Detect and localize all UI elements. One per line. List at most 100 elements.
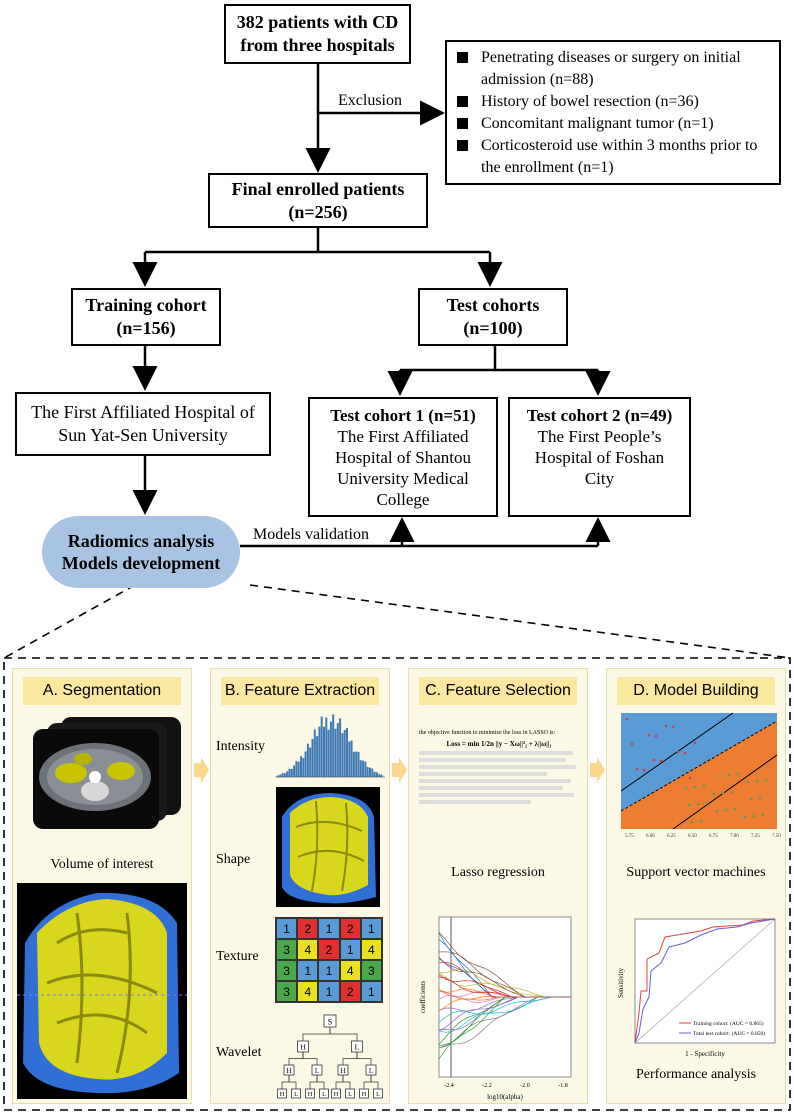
histogram-bar	[378, 774, 381, 777]
svm-xtick: 7.25	[751, 834, 760, 839]
test1-line4: College	[376, 489, 430, 509]
histogram-bar	[352, 751, 355, 777]
wavelet-link	[302, 1027, 331, 1041]
test1-line3: University Medical	[337, 468, 469, 488]
svm-point-class-b	[681, 769, 685, 773]
texture-cell: 1	[276, 918, 298, 939]
exclusion-item: Penetrating diseases or surgery on initi…	[453, 47, 773, 91]
training-hospital-box: The First Affiliated Hospital of Sun Yat…	[15, 392, 271, 456]
panel-segmentation: A. Segmentation Volume of interest	[12, 668, 192, 1104]
wavelet-node-label: S	[328, 1017, 333, 1026]
texture-cell: 2	[318, 939, 340, 960]
texture-cell: 1	[360, 981, 382, 1002]
histogram-bar	[281, 773, 284, 777]
lasso-xlabel: log10(alpha)	[487, 1093, 523, 1101]
wavelet-link	[281, 1075, 290, 1089]
test1-line1: The First Affiliated	[337, 426, 469, 446]
texture-cell: 4	[297, 939, 319, 960]
histogram-bar	[320, 716, 323, 777]
analysis-line2: Models development	[61, 553, 221, 573]
svm-point-class-a	[625, 717, 629, 721]
svm-point-class-a	[676, 750, 680, 754]
roc-xlabel: 1 - Specificity	[685, 1050, 725, 1058]
panel-a-title: A. Segmentation	[23, 677, 181, 705]
svm-point-class-a	[664, 724, 668, 728]
svm-point-class-b	[749, 797, 753, 801]
panel-arrow	[392, 757, 407, 783]
panel-feature-selection: C. Feature Selection the objective funct…	[408, 668, 588, 1104]
texture-cell: 1	[297, 960, 319, 981]
exclusion-box: Penetrating diseases or surgery on initi…	[445, 40, 781, 185]
wavelet-node-label: H	[280, 1091, 285, 1098]
shape-render-image	[276, 787, 380, 907]
svm-point-class-a	[635, 767, 639, 771]
lasso-path-plot: log10(alpha) coefficients -2.4 -2.2 -2.0…	[419, 916, 572, 1101]
wavelet-link	[329, 1027, 358, 1041]
texture-cell: 1	[318, 981, 340, 1002]
test2-line1: The First People’s	[537, 427, 662, 446]
histogram-bar	[290, 768, 293, 777]
svm-point-class-b	[746, 780, 750, 784]
exclusion-item: History of bowel resection (n=36)	[453, 91, 773, 113]
histogram-bar	[341, 733, 344, 777]
enrolled-line2: (n=256)	[288, 201, 348, 222]
histogram-bar	[325, 717, 328, 777]
lasso-xtick: -1.8	[558, 1083, 568, 1089]
test-box: Test cohorts (n=100)	[418, 288, 568, 346]
wavelet-node-label: H	[334, 1091, 339, 1098]
label-shape: Shape	[216, 852, 251, 867]
analysis-ellipse: Radiomics analysis Models development	[42, 516, 240, 588]
svm-xtick: 6.75	[709, 834, 718, 839]
svm-point-class-b	[702, 784, 706, 788]
wavelet-node	[373, 1088, 383, 1099]
svm-point-class-a	[642, 768, 646, 772]
texture-cell: 2	[339, 918, 361, 939]
wavelet-link	[288, 1075, 297, 1089]
texture-cell: 4	[297, 981, 319, 1002]
panel-arrow	[590, 757, 605, 783]
histogram-bar	[350, 740, 353, 777]
histogram-bar	[334, 728, 337, 777]
histogram-bar	[357, 751, 360, 777]
start-line1: 382 patients with CD	[236, 12, 399, 32]
roc-plot: Training cohort: (AUC = 0.865) Total tes…	[617, 918, 776, 1058]
histogram-bar	[300, 756, 302, 777]
wavelet-node	[345, 1088, 355, 1099]
wavelet-link	[363, 1075, 372, 1089]
histogram-bar	[373, 771, 376, 777]
histogram-bar	[295, 761, 298, 777]
svm-point-class-b	[696, 802, 700, 806]
test1-line2: Hospital of Shantou	[335, 447, 471, 467]
start-line2: from three hospitals	[240, 35, 395, 55]
panel-a-caption: Volume of interest	[50, 857, 154, 872]
histogram-bar	[286, 771, 289, 777]
svm-point-class-b	[727, 773, 731, 777]
volume-render-image	[17, 883, 187, 1099]
wavelet-node-label: L	[355, 1043, 360, 1052]
lasso-xtick: -2.0	[520, 1083, 530, 1089]
lasso-text-body	[419, 751, 579, 804]
test2-line3: City	[584, 469, 615, 488]
svm-point-class-a	[683, 751, 687, 755]
wavelet-node	[331, 1088, 341, 1099]
wavelet-link	[370, 1075, 379, 1089]
svm-point-class-b	[687, 803, 691, 807]
texture-cell: 4	[339, 960, 361, 981]
lasso-text: the objective function to minimize the l…	[419, 729, 579, 807]
histogram-bar	[364, 761, 367, 777]
histogram-bar	[279, 774, 282, 777]
test-line1: Test cohorts	[446, 295, 540, 315]
svm-point-class-b	[743, 815, 747, 819]
svm-point-class-b	[764, 778, 768, 782]
lasso-xtick: -2.4	[444, 1083, 454, 1089]
svm-point-class-b	[733, 807, 737, 811]
svm-xtick: 5.75	[625, 834, 634, 839]
start-box: 382 patients with CD from three hospital…	[224, 4, 411, 64]
test2-line2: Hospital of Foshan	[534, 448, 665, 467]
label-texture: Texture	[216, 949, 259, 964]
